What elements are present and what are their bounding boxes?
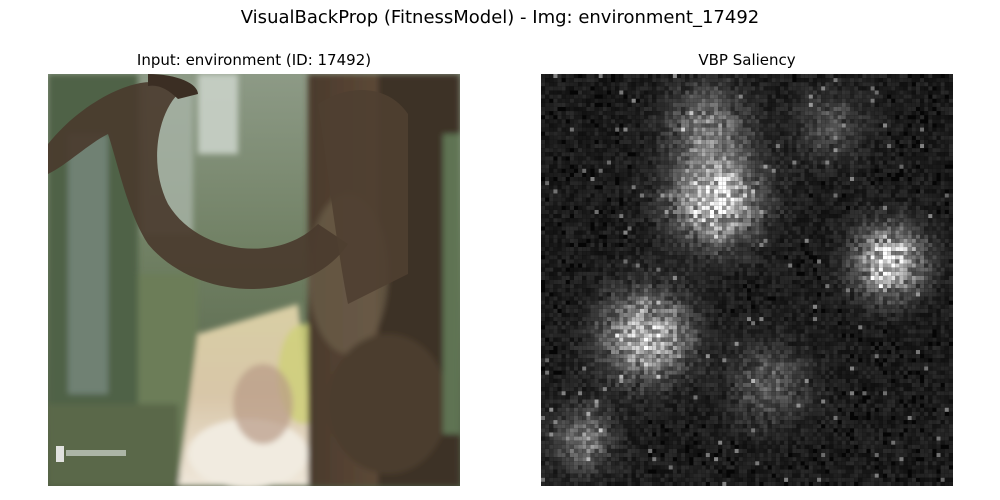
saliency-map	[541, 74, 953, 486]
input-image	[48, 74, 460, 486]
figure-title: VisualBackProp (FitnessModel) - Img: env…	[240, 7, 760, 28]
forest-photo	[48, 74, 460, 486]
saliency-heatmap	[541, 74, 953, 486]
input-panel-title: Input: environment (ID: 17492)	[136, 51, 372, 69]
saliency-panel-title: VBP Saliency	[698, 51, 796, 69]
